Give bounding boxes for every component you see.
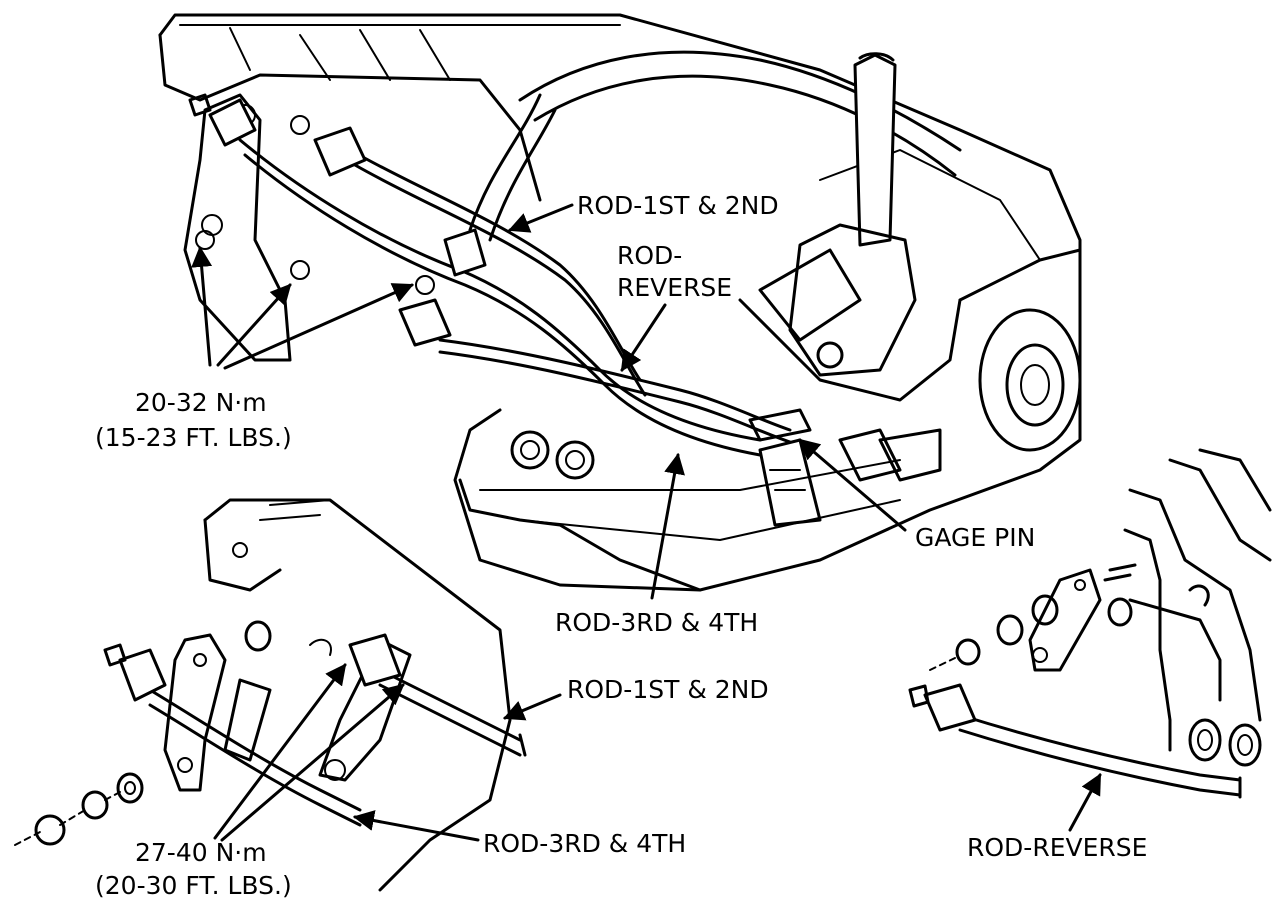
label-rod-1st-2nd-top: ROD-1ST & 2ND — [577, 191, 779, 220]
label-rod-3rd-4th-bottom: ROD-3RD & 4TH — [483, 829, 687, 858]
label-rod-reverse-top-line1: ROD- — [617, 241, 683, 270]
label-rod-1st-2nd-bottom: ROD-1ST & 2ND — [567, 675, 769, 704]
label-rod-reverse-bottom: ROD-REVERSE — [967, 833, 1148, 862]
transmission-housing — [158, 13, 1082, 592]
label-rod-3rd-4th-top: ROD-3RD & 4TH — [555, 608, 759, 637]
label-torque-top-imperial: (15-23 FT. LBS.) — [95, 423, 292, 452]
detail-lower-right — [908, 448, 1272, 799]
label-torque-top-metric: 20-32 N·m — [135, 388, 267, 417]
label-torque-bottom-metric: 27-40 N·m — [135, 838, 267, 867]
leader-lines — [191, 203, 1102, 842]
label-gage-pin: GAGE PIN — [915, 523, 1036, 552]
label-rod-reverse-top-line2: REVERSE — [617, 273, 733, 302]
detail-lower-left — [14, 498, 527, 892]
label-torque-bottom-imperial: (20-30 FT. LBS.) — [95, 871, 292, 900]
